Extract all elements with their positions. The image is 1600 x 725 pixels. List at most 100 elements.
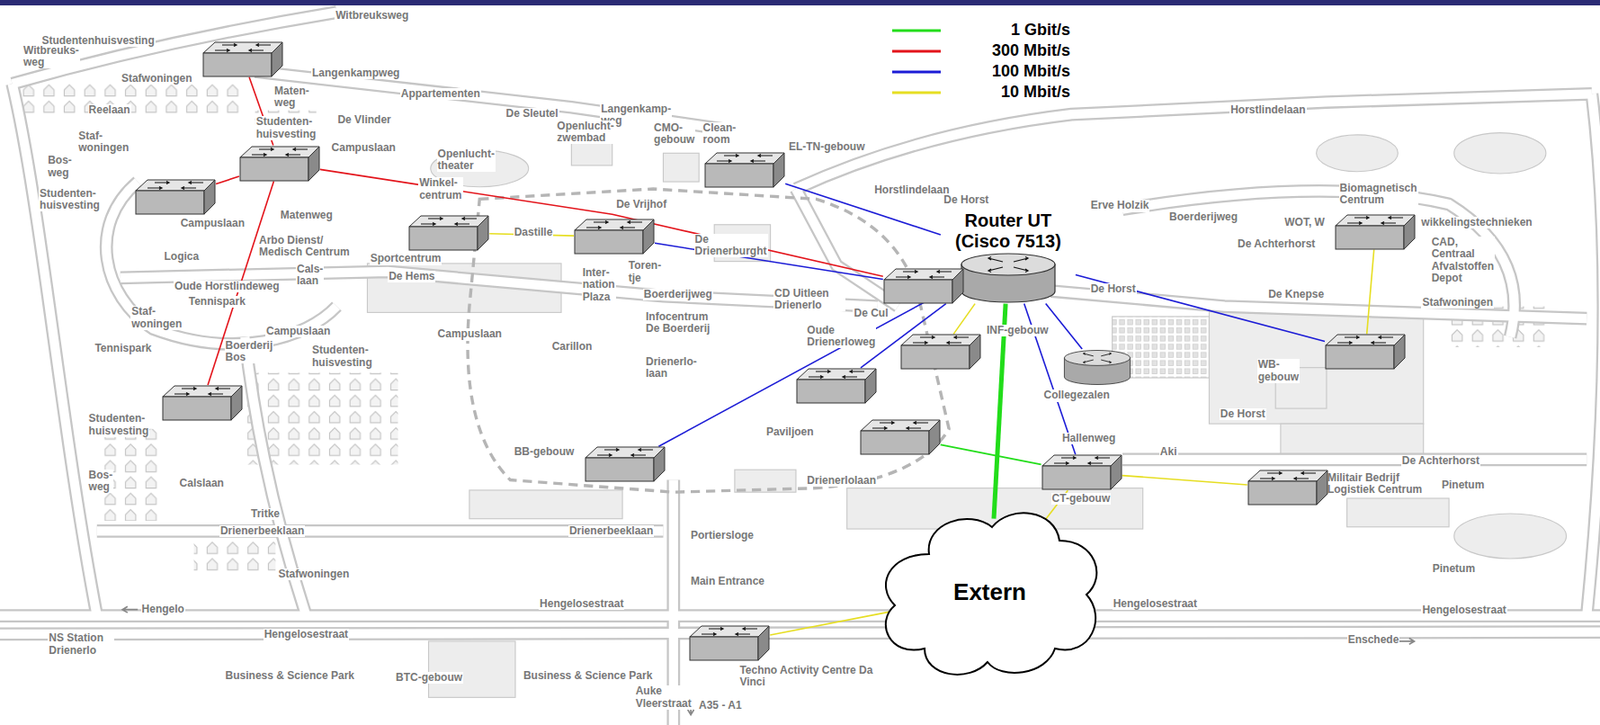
map-label: Studenten- huisvesting bbox=[88, 412, 151, 437]
network-switch bbox=[202, 41, 284, 78]
switch-side bbox=[952, 268, 964, 304]
switch-icon bbox=[900, 333, 982, 370]
switch-side bbox=[308, 146, 320, 181]
icon-arrow bbox=[147, 186, 162, 189]
legend-line bbox=[892, 28, 941, 32]
switch-front bbox=[574, 230, 644, 254]
map-label: Logica bbox=[163, 250, 201, 263]
router-icon bbox=[1063, 348, 1132, 386]
legend-row: 300 Mbit/s bbox=[890, 40, 1071, 62]
legend-text: 100 Mbit/s bbox=[992, 62, 1071, 81]
map-label: Militair Bedrijf Logistiek Centrum bbox=[1326, 472, 1433, 496]
map-label: De Achterhorst bbox=[1401, 455, 1481, 467]
network-switch bbox=[134, 178, 216, 215]
switch-side bbox=[653, 446, 665, 482]
map-label: CAD, Centraal Afvalstoffen Depot bbox=[1430, 236, 1495, 285]
legend: 1 Gbit/s300 Mbit/s100 Mbit/s10 Mbit/s bbox=[890, 19, 1071, 103]
pond bbox=[1454, 513, 1567, 559]
icon-arrow bbox=[604, 448, 619, 452]
icon-arrow bbox=[742, 626, 758, 630]
switch-icon bbox=[584, 446, 666, 483]
legend-line bbox=[892, 70, 941, 73]
switch-front bbox=[203, 53, 272, 77]
icon-arrow bbox=[222, 43, 237, 46]
switch-side bbox=[758, 625, 769, 661]
map-label: De Drienerburght bbox=[694, 233, 769, 258]
switch-icon bbox=[883, 268, 965, 304]
map-label: Hengelo bbox=[141, 603, 186, 616]
icon-arrow bbox=[181, 186, 197, 189]
switch-top bbox=[203, 42, 283, 54]
switch-front bbox=[585, 457, 654, 482]
building bbox=[662, 152, 699, 182]
router-top bbox=[1063, 349, 1130, 366]
icon-arrow bbox=[954, 336, 969, 340]
switch-icon bbox=[1334, 214, 1416, 251]
switch-icon bbox=[704, 151, 786, 188]
router-top bbox=[961, 253, 1055, 276]
map-label: De Knepse bbox=[1267, 288, 1325, 301]
road-fill bbox=[0, 12, 1600, 725]
icon-arrow bbox=[154, 180, 170, 184]
icon-arrow bbox=[293, 147, 308, 151]
network-switch bbox=[1324, 333, 1406, 370]
network-switch bbox=[239, 145, 321, 182]
map-label: A35 - A1 bbox=[697, 699, 743, 712]
icon-arrow bbox=[701, 632, 716, 635]
icon-arrow bbox=[1095, 456, 1110, 460]
network-switch bbox=[900, 333, 982, 370]
icon-arrow bbox=[1381, 221, 1396, 224]
switch-icon bbox=[408, 214, 490, 251]
switch-side bbox=[865, 368, 876, 403]
map-label: Campuslaan bbox=[330, 142, 397, 154]
icon-arrow bbox=[724, 154, 739, 158]
switch-top bbox=[860, 420, 940, 431]
switch-icon bbox=[573, 218, 655, 255]
map-label: Stafwoningen bbox=[1421, 296, 1494, 309]
icon-arrow bbox=[1082, 359, 1093, 364]
map-label: Studenten- huisvesting bbox=[311, 344, 374, 368]
legend-text: 1 Gbit/s bbox=[1010, 20, 1071, 40]
icon-arrow bbox=[758, 154, 773, 158]
switch-side bbox=[477, 215, 489, 251]
map-label: CMO- gebouw bbox=[652, 122, 696, 146]
legend-text: 300 Mbit/s bbox=[992, 41, 1071, 61]
top-bar bbox=[0, 0, 1600, 6]
road-edges bbox=[0, 12, 1600, 725]
building bbox=[469, 490, 623, 519]
legend-swatch bbox=[890, 45, 943, 57]
node-label: Extern bbox=[953, 579, 1027, 607]
icon-arrow bbox=[929, 275, 945, 278]
icon-arrow bbox=[215, 387, 231, 391]
switch-side bbox=[204, 179, 215, 215]
switch-icon bbox=[688, 625, 770, 662]
switch-icon bbox=[202, 41, 284, 78]
icon-arrow bbox=[1260, 477, 1275, 481]
map-label: Horstlindelaan bbox=[873, 184, 950, 197]
icon-arrow bbox=[988, 267, 1003, 273]
icon-arrow bbox=[842, 375, 858, 378]
switch-front bbox=[689, 636, 759, 661]
switch-side bbox=[969, 334, 981, 369]
icon-arrow bbox=[735, 632, 751, 635]
icon-arrow bbox=[912, 341, 928, 345]
switch-side bbox=[231, 385, 242, 421]
housing bbox=[20, 83, 246, 115]
switch-top bbox=[574, 219, 654, 231]
map-label: Pinetum bbox=[1440, 479, 1485, 492]
map-label: Techno Activity Centre Da Vinci bbox=[738, 664, 885, 689]
switch-icon bbox=[1324, 333, 1406, 370]
icon-arrow bbox=[597, 454, 612, 457]
map-label: Auke Vleerstraat bbox=[634, 685, 693, 709]
icon-arrow bbox=[1100, 352, 1111, 357]
map-label: De Vlinder bbox=[336, 114, 392, 126]
map-label: Drienerlo- laan bbox=[644, 356, 698, 380]
map-label: Dastille bbox=[513, 226, 555, 239]
map-label: Bos- weg bbox=[46, 154, 73, 179]
building bbox=[1208, 311, 1423, 424]
switch-front bbox=[901, 345, 970, 369]
icon-arrow bbox=[913, 420, 929, 424]
network-switch bbox=[883, 268, 965, 304]
switch-top bbox=[585, 446, 665, 458]
map-label: Bos- weg bbox=[88, 469, 115, 493]
